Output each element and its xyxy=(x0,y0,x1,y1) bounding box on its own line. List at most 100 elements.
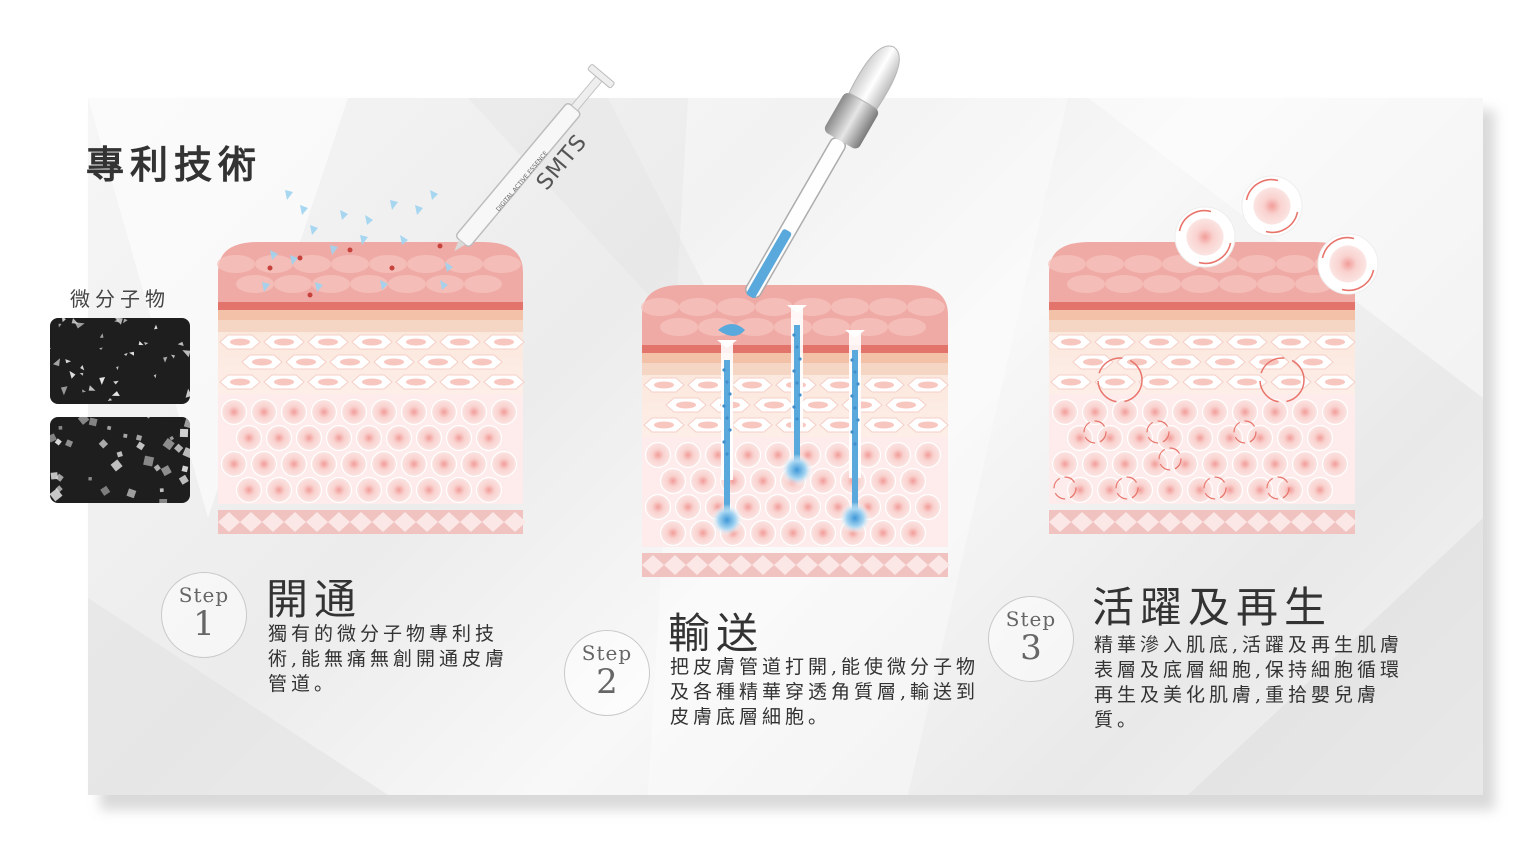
flat-cell-nucleus xyxy=(918,421,938,429)
serum-particle xyxy=(795,381,799,385)
flat-cell-nucleus xyxy=(654,381,674,389)
crystal-shard xyxy=(99,333,104,338)
flat-cell-nucleus xyxy=(1237,338,1257,346)
micro-shard xyxy=(380,280,388,290)
lattice-diamond xyxy=(1181,512,1203,532)
crystal-shard xyxy=(71,318,79,324)
fat-cell xyxy=(1291,450,1319,478)
fat-cell xyxy=(869,467,897,495)
crystal-shard xyxy=(138,341,144,346)
micro-shard xyxy=(415,205,423,215)
step-2-number: 2 xyxy=(596,662,618,702)
regen-cell xyxy=(1241,175,1303,237)
skin-scale xyxy=(831,298,869,316)
fat-cell xyxy=(1321,450,1349,478)
fat-cell xyxy=(1261,398,1289,426)
crystal-cube xyxy=(100,485,111,496)
crystal-cube xyxy=(182,447,190,459)
fat-cell xyxy=(1096,424,1124,452)
fat-cell xyxy=(1141,398,1169,426)
lattice-diamond xyxy=(1291,512,1313,532)
step-2-description: 把皮膚管道打開,能使微分子物及各種精華穿透角質層,輸送到皮膚底層細胞。 xyxy=(670,656,980,728)
crystal-shard xyxy=(129,351,135,356)
fat-cell xyxy=(1201,450,1229,478)
skin-scale xyxy=(1105,275,1143,293)
fat-cell xyxy=(415,476,443,504)
regen-cell xyxy=(1174,206,1236,268)
lattice-diamond xyxy=(1335,512,1357,532)
step-1-badge: Step 1 xyxy=(161,572,247,658)
crystal-cube xyxy=(181,465,189,473)
fat-cell xyxy=(310,398,338,426)
fat-cell xyxy=(265,424,293,452)
crystal-cube xyxy=(136,441,145,451)
fat-cell xyxy=(1111,450,1139,478)
serum-particle xyxy=(725,452,729,456)
fat-cell xyxy=(659,467,687,495)
fat-cell xyxy=(914,493,942,521)
cycle-ring xyxy=(1053,476,1077,500)
fat-cell xyxy=(1216,424,1244,452)
lattice-diamond xyxy=(284,512,306,532)
orange-layer xyxy=(1049,310,1355,320)
crystal-cube xyxy=(159,499,168,503)
crystal-shard xyxy=(154,324,158,330)
crystal-cube xyxy=(174,443,184,453)
fat-cell xyxy=(749,519,777,547)
fat-cell xyxy=(899,519,927,547)
crystal-cube xyxy=(88,417,98,427)
syringe-tip xyxy=(454,239,466,252)
crystal-cube xyxy=(162,438,175,451)
rotation-arc xyxy=(1265,211,1299,234)
rotation-arc xyxy=(1341,269,1375,292)
lattice-diamond xyxy=(884,555,906,575)
crystal-shard xyxy=(113,380,119,385)
fat-cell xyxy=(340,450,368,478)
red-line-layer xyxy=(218,302,523,310)
fat-cell xyxy=(659,519,687,547)
serum-particle xyxy=(853,370,857,374)
crystal-cube xyxy=(159,488,164,493)
fat-cell xyxy=(1186,424,1214,452)
serum-particle xyxy=(850,394,854,398)
fat-cell xyxy=(1201,398,1229,426)
serum-particle xyxy=(850,430,854,434)
flat-cell-nucleus xyxy=(1215,358,1235,366)
fat-cell xyxy=(1261,450,1289,478)
lattice-diamond xyxy=(730,555,752,575)
crystal-cube xyxy=(135,434,143,441)
cell-core xyxy=(1253,187,1291,225)
lattice-diamond xyxy=(350,512,372,532)
serum-particle xyxy=(722,440,726,444)
flat-cell-nucleus xyxy=(340,358,360,366)
crystal-shard xyxy=(69,370,76,379)
crystal-shard xyxy=(61,318,66,323)
crystal-shard xyxy=(114,319,120,323)
flat-cell-nucleus xyxy=(830,381,850,389)
step-3-badge: Step 3 xyxy=(988,596,1074,682)
cycle-ring xyxy=(1233,420,1257,444)
fat-cell xyxy=(689,467,717,495)
rotation-arc xyxy=(1198,242,1232,265)
lattice-diamond xyxy=(438,512,460,532)
crystal-cube xyxy=(54,438,62,446)
syringe-flange xyxy=(587,64,615,89)
dropper-bulb xyxy=(848,45,900,110)
serum-column xyxy=(724,360,730,520)
skin-scale xyxy=(331,255,369,273)
lattice-diamond xyxy=(218,512,240,532)
epidermis-top xyxy=(218,242,523,302)
skin-scale xyxy=(888,318,926,336)
cycle-ring xyxy=(1266,476,1290,500)
serum-particle xyxy=(853,442,857,446)
lattice-diamond xyxy=(262,512,284,532)
serum-particle xyxy=(725,416,729,420)
fat-cell xyxy=(1051,450,1079,478)
flat-cell-nucleus xyxy=(1149,338,1169,346)
serum-particle xyxy=(795,345,799,349)
fat-cell xyxy=(460,450,488,478)
fat-cell xyxy=(1141,450,1169,478)
crystal-shard xyxy=(82,389,86,393)
crystal-cube xyxy=(179,428,189,438)
